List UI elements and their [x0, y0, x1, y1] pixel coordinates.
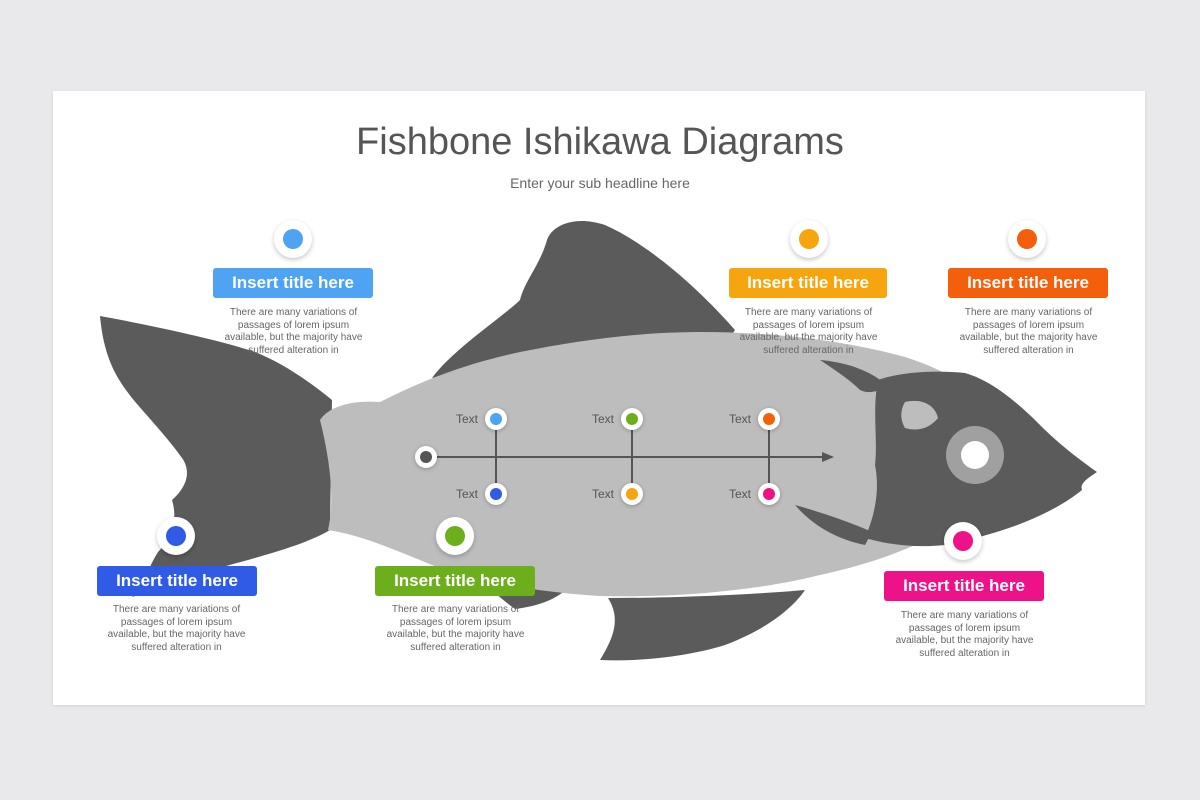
page-title: Fishbone Ishikawa Diagrams [356, 121, 844, 163]
category-marker-3 [1008, 220, 1046, 258]
bone-label-5: Text [592, 487, 615, 501]
bone-label-2: Text [592, 412, 615, 426]
page-subtitle: Enter your sub headline here [510, 175, 690, 191]
category-title-4[interactable]: Insert title here [97, 566, 257, 596]
fish-eye-inner [961, 441, 989, 469]
category-title-5[interactable]: Insert title here [375, 566, 535, 596]
category-desc-5: There are many variations of passages of… [386, 604, 525, 653]
bone-label-1: Text [456, 412, 479, 426]
bone-label-4: Text [456, 487, 479, 501]
bone-node-1[interactable] [485, 408, 507, 430]
bone-node-6[interactable] [758, 483, 780, 505]
category-title-3[interactable]: Insert title here [948, 268, 1108, 298]
category-title-6[interactable]: Insert title here [884, 571, 1044, 601]
fish-body [320, 332, 980, 597]
tail-fin [100, 316, 332, 597]
category-marker-1 [274, 220, 312, 258]
category-title-2[interactable]: Insert title here [729, 268, 887, 298]
bone-node-2[interactable] [621, 408, 643, 430]
gill-notch [901, 400, 938, 430]
category-marker-4 [157, 517, 195, 555]
category-title-1[interactable]: Insert title here [213, 268, 373, 298]
spine-start-node [415, 446, 437, 468]
category-desc-6: There are many variations of passages of… [895, 610, 1034, 659]
gill-mark-lower [795, 505, 872, 545]
gill-mark-upper [820, 360, 888, 393]
bone-label-6: Text [729, 487, 752, 501]
anal-fin [600, 590, 805, 661]
bone-label-3: Text [729, 412, 752, 426]
spine-arrowhead [822, 452, 834, 462]
bone-node-3[interactable] [758, 408, 780, 430]
category-marker-2 [790, 220, 828, 258]
category-desc-2: There are many variations of passages of… [739, 307, 878, 356]
bone-node-5[interactable] [621, 483, 643, 505]
bone-node-4[interactable] [485, 483, 507, 505]
category-desc-1: There are many variations of passages of… [224, 307, 363, 356]
category-desc-4: There are many variations of passages of… [107, 604, 246, 653]
category-marker-5 [436, 517, 474, 555]
category-marker-6 [944, 522, 982, 560]
category-desc-3: There are many variations of passages of… [959, 307, 1098, 356]
